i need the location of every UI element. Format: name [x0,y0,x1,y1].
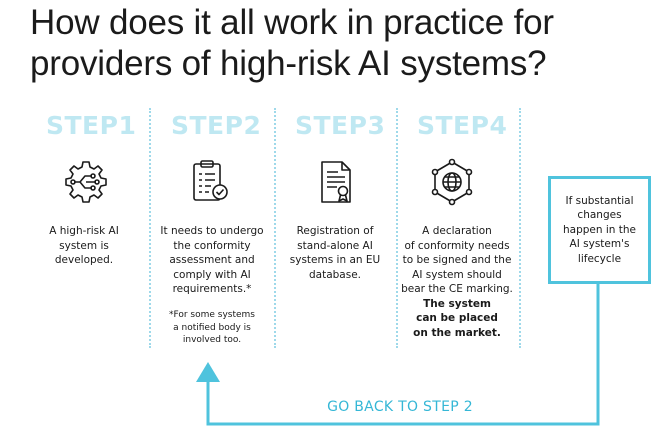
arrow-head-up-icon [196,362,220,382]
step-2-footnote: *For some systems a notified body is inv… [168,310,255,345]
clipboard-check-icon [193,160,228,201]
substantial-changes-box: If substantial changes happen in the AI … [548,176,651,284]
globe-network-icon [431,158,473,206]
market-statement-line: The system [423,297,491,310]
title-line-1: How does it all work in practice for [30,3,554,42]
step-divider [519,108,521,348]
certificate-document-icon [321,161,351,203]
step-3-description: Registration of stand-alone AI systems i… [289,225,381,281]
go-back-label: GO BACK TO STEP 2 [327,399,473,415]
step-1-description: A high-risk AI system is developed. [49,225,119,266]
market-statement-line: on the market. [413,326,501,339]
step-divider [396,108,398,348]
market-statement-line: can be placed [416,312,498,324]
step-divider [274,108,276,348]
title-line-2: providers of high-risk AI systems? [30,44,547,83]
step-divider [149,108,151,348]
step-4-description: A declaration of conformity needs to be … [394,224,520,340]
step-2-description: It needs to undergo the conformity asses… [160,225,264,295]
page-title: How does it all work in practice for pro… [30,2,660,84]
step-3-label: STEP3 [295,111,386,140]
step-1-label: STEP1 [46,111,137,140]
step-4-label: STEP4 [417,111,508,140]
gear-circuit-icon [65,161,107,203]
step-2-label: STEP2 [171,111,262,140]
